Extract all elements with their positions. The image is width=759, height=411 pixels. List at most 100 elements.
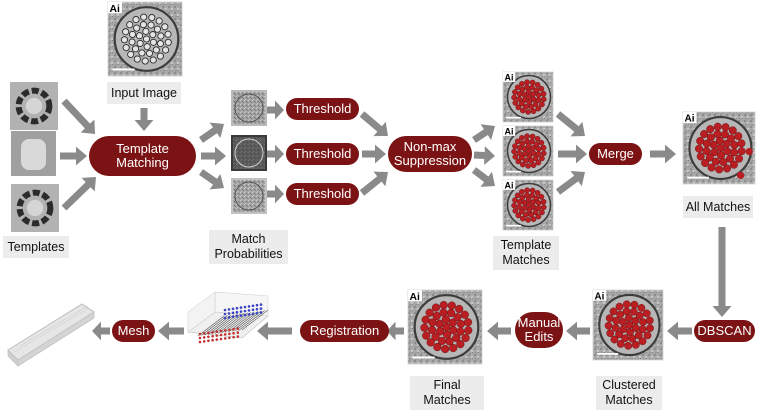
- plot-point: [236, 331, 240, 334]
- all-matches-image-match-dot: [715, 165, 724, 174]
- arrow-icon: [555, 171, 585, 195]
- plot-point: [211, 334, 214, 338]
- arrow-icon: [199, 169, 224, 190]
- template-match-image-2-match-dot: [524, 133, 530, 140]
- match-probabilities-label: Match Probabilities: [209, 230, 288, 264]
- clustered-matches-image-match-dot: [638, 325, 647, 334]
- probability-map-ring: [234, 181, 264, 211]
- probability-map-ring: [234, 93, 264, 123]
- template-match-image-2-match-dot: [523, 157, 529, 164]
- template-match-image-3-match-dot: [525, 217, 531, 223]
- final-matches-image-match-dot: [431, 303, 441, 312]
- clustered-matches-image-match-dot: [637, 304, 646, 312]
- all-matches-image-match-dot: [701, 158, 710, 167]
- plot-point: [228, 332, 231, 336]
- input-image-microtubule: [127, 50, 135, 58]
- template-match-image-3-match-dot: [532, 209, 539, 216]
- template-match-image-3-badge-bg: [503, 180, 516, 190]
- plot-point: [259, 311, 263, 314]
- template-match-image-2-match-dot: [530, 145, 537, 151]
- template-match-image-2-match-dot: [538, 139, 545, 146]
- final-matches-image-match-dot: [449, 343, 458, 353]
- final-matches-image-match-dot: [456, 340, 465, 349]
- all-matches-image-extra-match: [745, 147, 753, 156]
- template-match-image-2-match-dot: [512, 143, 518, 149]
- template-match-image-3-match-dot: [540, 204, 547, 211]
- clustered-matches-image-match-dot: [616, 310, 624, 319]
- template-match-image-3-match-dot: [514, 192, 521, 199]
- final-matches-image-match-dot: [426, 338, 435, 347]
- plot-point: [198, 340, 202, 344]
- final-matches-label: Final Matches: [410, 376, 484, 410]
- plot-point: [259, 303, 263, 306]
- plot-point: [239, 306, 243, 309]
- plot-point: [247, 309, 251, 312]
- plot-point: [223, 312, 227, 316]
- threshold-step-1: Threshold: [286, 98, 359, 120]
- all-matches-image-match-dot: [712, 157, 720, 166]
- template-match-image-1-match-dot: [523, 103, 529, 110]
- template-match-image-1-match-dot: [518, 100, 525, 107]
- template-match-image-2: Ai: [502, 125, 554, 177]
- template-ring: [16, 189, 54, 227]
- plot-point: [219, 333, 223, 337]
- final-matches-image-match-dot: [460, 310, 469, 319]
- manual-edits-step: Manual Edits: [515, 312, 563, 348]
- template-match-image-1-match-dot: [530, 108, 537, 115]
- plot-point: [227, 312, 231, 315]
- plot-point: [251, 312, 255, 316]
- final-matches-image-match-dot: [455, 304, 464, 314]
- template-match-image-2-match-dot: [535, 159, 542, 166]
- template-match-image-2-match-dot: [532, 155, 539, 162]
- plot-point: [202, 336, 206, 339]
- arrow-icon: [473, 146, 495, 165]
- clustered-matches-image-match-dot: [643, 331, 652, 340]
- template-match-image-2-badge: Ai: [505, 127, 514, 137]
- input-image-microtubule: [138, 49, 146, 57]
- template-match-image-3-match-dot: [534, 189, 541, 196]
- all-matches-image-match-dot: [706, 125, 715, 134]
- all-matches-image-match-dot: [734, 132, 743, 141]
- input-image-microtubule: [149, 38, 157, 46]
- final-matches-image-match-dot: [461, 333, 470, 343]
- mesh-step: Mesh: [112, 320, 155, 342]
- input-image-microtubule: [142, 35, 151, 43]
- template-match-image-1-match-dot: [515, 104, 522, 111]
- arrow-icon: [471, 167, 495, 187]
- final-matches-image-match-dot: [456, 319, 465, 329]
- template-match-image-3-match-dot: [535, 200, 542, 206]
- all-matches-image-badge: Ai: [685, 114, 695, 125]
- all-matches-image-match-dot: [713, 130, 722, 138]
- template-match-image-1-match-dot: [512, 100, 519, 106]
- all-matches-image-match-dot: [737, 147, 746, 156]
- template-match-image-2-match-dot: [535, 146, 542, 152]
- template-match-image-2-match-dot: [512, 154, 519, 160]
- input-image-microtubule: [153, 25, 161, 33]
- final-matches-image-match-dot: [420, 323, 429, 332]
- plot-point: [251, 304, 255, 308]
- template-match-image-2-match-dot: [539, 155, 545, 162]
- plot-point: [227, 308, 231, 311]
- arrow-icon: [134, 108, 154, 131]
- template-center: [25, 97, 43, 115]
- final-matches-image-badge-bg: [408, 290, 422, 302]
- input-image-microtubule: [149, 31, 157, 39]
- plot-point: [232, 327, 235, 331]
- clustered-matches-image-match-dot: [611, 323, 620, 332]
- plot-point: [215, 330, 219, 333]
- arrow-icon: [257, 321, 292, 341]
- input-image-microtubule: [164, 38, 172, 46]
- template-match-image-3-match-dot: [524, 192, 530, 199]
- all-matches-image-match-dot: [706, 133, 715, 142]
- match-probability-images: [231, 90, 267, 214]
- plot-point: [207, 335, 210, 339]
- plot-point: [219, 337, 223, 341]
- final-matches-image-match-dot: [422, 331, 431, 340]
- plot-point: [207, 331, 210, 335]
- clustered-matches-image-scale-bar: [597, 353, 619, 355]
- all-matches-image-match-dot: [729, 160, 738, 169]
- plot-point: [198, 332, 202, 336]
- template-match-image-3-match-dot: [516, 204, 523, 210]
- probability-map-texture: [233, 180, 265, 212]
